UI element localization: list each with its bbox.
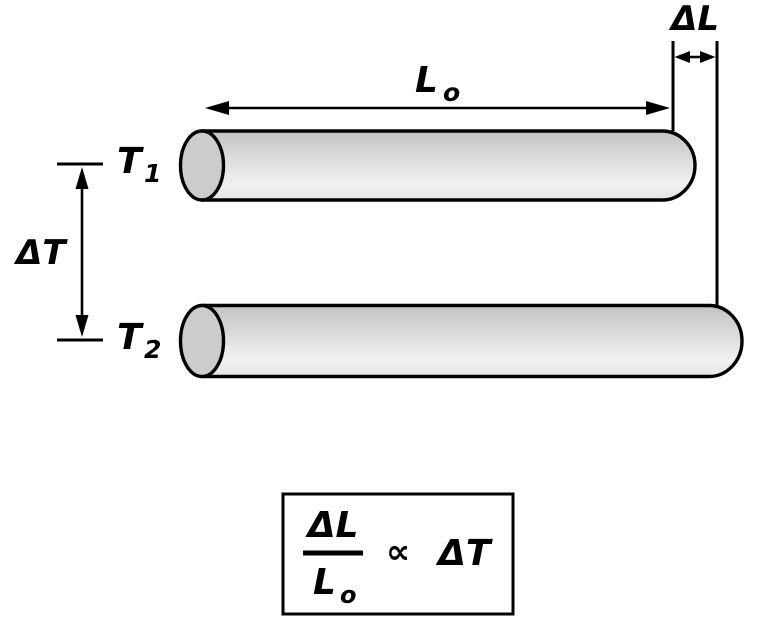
lo-arrowhead-left — [205, 101, 229, 115]
t1-label-subscript: 1 — [144, 159, 161, 188]
lo-dimension-arrow — [205, 101, 670, 115]
delta-t-arrowhead-down — [75, 315, 89, 337]
lo-label-group: L o — [415, 60, 460, 107]
formula-numerator: ΔL — [305, 505, 359, 546]
delta-t-dimension — [57, 162, 103, 342]
t2-label: T — [117, 317, 144, 358]
lo-label: L — [415, 60, 438, 101]
rod-at-t1 — [178, 129, 697, 202]
t1-label-group: T 1 — [117, 141, 161, 188]
delta-t-arrowhead-up — [75, 167, 89, 189]
t2-label-subscript: 2 — [144, 335, 161, 364]
delta-l-arrowhead-right — [700, 51, 716, 63]
delta-l-arrowhead-left — [674, 51, 690, 63]
lo-label-subscript: o — [443, 78, 460, 107]
delta-t-label: ΔT — [13, 233, 68, 273]
formula-delta-t: ΔT — [435, 533, 493, 574]
formula-box: ΔL L o ∝ ΔT — [281, 492, 515, 616]
lo-arrowhead-right — [646, 101, 670, 115]
t2-label-group: T 2 — [117, 317, 161, 364]
proportional-symbol: ∝ — [386, 532, 410, 572]
rod-at-t2 — [178, 303, 744, 379]
t1-label: T — [117, 141, 144, 182]
rod-at-t2-body — [200, 303, 744, 379]
rod-at-t2-end-face — [178, 303, 226, 379]
rod-at-t1-end-face — [178, 129, 226, 202]
formula-denominator: L — [313, 562, 336, 603]
delta-l-dimension-arrow — [674, 51, 716, 63]
formula-denominator-subscript: o — [340, 581, 357, 609]
delta-l-label: ΔL — [668, 0, 719, 39]
rod-at-t1-body — [200, 129, 697, 202]
